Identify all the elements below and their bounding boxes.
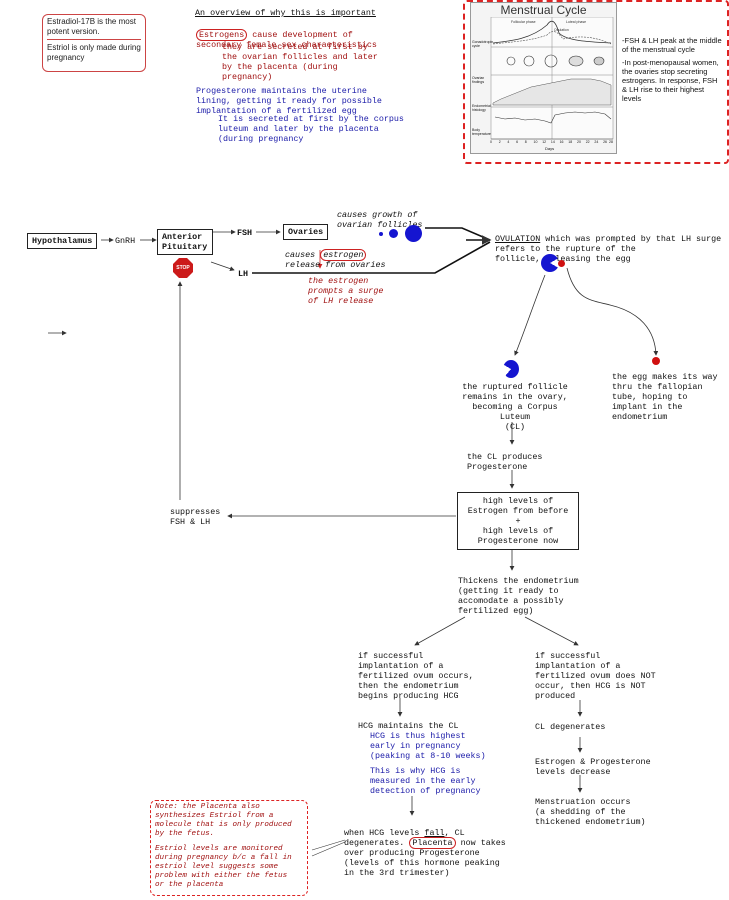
suppresses-text: suppresses FSH & LH	[170, 507, 221, 527]
placenta-note: Note: the Placenta also synthesizes Estr…	[155, 803, 292, 838]
estriol-note: Estriol is only made during pregnancy	[47, 43, 141, 62]
row-label-temperature: Body temperature	[472, 128, 491, 136]
day-tick: 18	[568, 140, 573, 144]
ruptured-follicle-icon	[541, 254, 559, 272]
causes-estrogen-text: causes estrogen release from ovaries	[285, 240, 386, 270]
ovulation-text: OVULATION which was prompted by that LH …	[495, 224, 725, 264]
phase-right-label: Luteal phase	[566, 20, 586, 24]
hcg-measured-text: This is why HCG is measured in the early…	[370, 766, 481, 796]
follicle-small-icon	[379, 232, 383, 236]
days-label: Days	[545, 146, 555, 151]
anterior-pituitary-box: Anterior Pituitary	[157, 229, 213, 255]
day-tick: 8	[524, 140, 527, 144]
ovaries-box: Ovaries	[283, 224, 329, 240]
estrogens-word: Estrogens	[196, 29, 248, 41]
hcg-fall-pre: when HCG levels	[344, 828, 425, 838]
day-tick: 2	[498, 140, 501, 144]
day-tick: 4	[507, 140, 510, 144]
row-label-endometrial: Endometrial histology	[472, 104, 491, 112]
follicle-medium-icon	[389, 229, 398, 238]
row-label-gonadotropin: Gonadotropin cycle	[472, 40, 494, 48]
menstrual-cycle-title: Menstrual Cycle	[500, 3, 587, 17]
causes-estrogen-pre: causes	[285, 250, 321, 260]
day-tick: 12	[542, 140, 547, 144]
day-tick: 28	[609, 140, 613, 144]
day-tick: 0	[490, 140, 492, 144]
estrogens-sub: they are secreted at first by the ovaria…	[222, 42, 378, 82]
hcg-highest-text: HCG is thus highest early in pregnancy (…	[370, 731, 486, 761]
estrogens-rest: cause development of secondary female se…	[196, 30, 377, 50]
menstruation-text: Menstruation occurs (a shedding of the t…	[535, 797, 646, 827]
ovulation-marker-label: Ovulation	[554, 28, 569, 32]
ovulation-rest: which was prompted by that LH surge refe…	[495, 234, 722, 264]
cl-degenerates-text: CL degenerates	[535, 722, 606, 732]
placenta-note-box: Note: the Placenta also synthesizes Estr…	[150, 800, 308, 896]
causes-estrogen-word: estrogen	[320, 249, 367, 261]
progesterone-sub: It is secreted at first by the corpus lu…	[218, 114, 404, 144]
menstrual-cycle-graph: Follicular phase Luteal phase Ovulation	[490, 16, 614, 140]
day-tick: 16	[559, 140, 564, 144]
menstrual-cycle-panel	[463, 0, 729, 164]
cl-produces-text: the CL produces Progesterone	[467, 452, 543, 472]
hcg-fall-post: now takes over producing Progesterone (l…	[344, 838, 506, 878]
estradiol-note-box: Estradiol-17B is the most potent version…	[42, 14, 146, 72]
day-axis: 0 2 4 6 8 10 12 14 16 18 20 22 24 26 28	[490, 140, 613, 146]
stop-sign-icon: STOP	[173, 258, 193, 278]
cycle-note-menopause: -In post-menopausal women, the ovaries s…	[622, 58, 719, 103]
day-tick: 22	[585, 140, 590, 144]
menstrual-cycle-chart: Menstrual Cycle Follicular phase Luteal …	[470, 2, 617, 154]
progesterone-text: Progesterone maintains the uterine linin…	[196, 86, 382, 116]
egg-traveling-icon	[652, 357, 660, 365]
est-prog-decrease-text: Estrogen & Progesterone levels decrease	[535, 757, 651, 777]
cycle-note-peak: -FSH & LH peak at the middle of the mens…	[622, 36, 722, 54]
egg-path-text: the egg makes its way thru the fallopian…	[612, 372, 718, 422]
successful-implantation-text: if successful implantation of a fertiliz…	[358, 651, 474, 701]
estriol-monitor-note: Estriol levels are monitored during preg…	[155, 845, 292, 889]
lh-label: LH	[238, 269, 249, 279]
follicle-large-icon	[405, 225, 422, 242]
estradiol-note: Estradiol-17B is the most potent version…	[47, 17, 141, 40]
high-levels-box: high levels of Estrogen from before + hi…	[457, 492, 579, 550]
fsh-label: FSH	[237, 228, 253, 238]
day-tick: 6	[516, 140, 519, 144]
ovulation-word: OVULATION	[495, 234, 541, 244]
corpus-luteum-icon	[503, 360, 519, 378]
day-tick: 14	[550, 140, 555, 144]
causes-estrogen-post: release from ovaries	[285, 260, 386, 270]
stop-sign-label: STOP	[176, 265, 190, 271]
ruptured-follicle-text: the ruptured follicle remains in the ova…	[462, 382, 568, 432]
unsuccessful-implantation-text: if successful implantation of a fertiliz…	[535, 651, 656, 701]
day-tick: 26	[603, 140, 607, 144]
hcg-fall-word: fall	[424, 828, 445, 838]
day-tick: 24	[594, 140, 599, 144]
overview-title: An overview of why this is important	[195, 8, 376, 18]
egg-icon	[558, 260, 565, 267]
day-tick: 20	[577, 140, 581, 144]
hypothalamus-box: Hypothalamus	[27, 233, 98, 249]
hcg-fall-text: when HCG levels fall, CL degenerates. Pl…	[344, 818, 534, 878]
hcg-placenta-word: Placenta	[409, 837, 456, 849]
hcg-fall-mid: , CL degenerates.	[344, 828, 465, 848]
phase-left-label: Follicular phase	[511, 20, 536, 24]
gnrh-label: GnRH	[115, 236, 136, 246]
thickens-text: Thickens the endometrium (getting it rea…	[458, 576, 579, 616]
causes-growth-text: causes growth of ovarian follicles	[337, 210, 423, 230]
estrogens-text: Estrogens cause development of secondary…	[196, 20, 426, 50]
estrogen-prompts-text: the estrogen prompts a surge of LH relea…	[308, 276, 384, 306]
hcg-maintains-text: HCG maintains the CL	[358, 721, 459, 731]
day-tick: 10	[533, 140, 538, 144]
row-label-ovarian: Ovarian findings	[472, 76, 485, 84]
